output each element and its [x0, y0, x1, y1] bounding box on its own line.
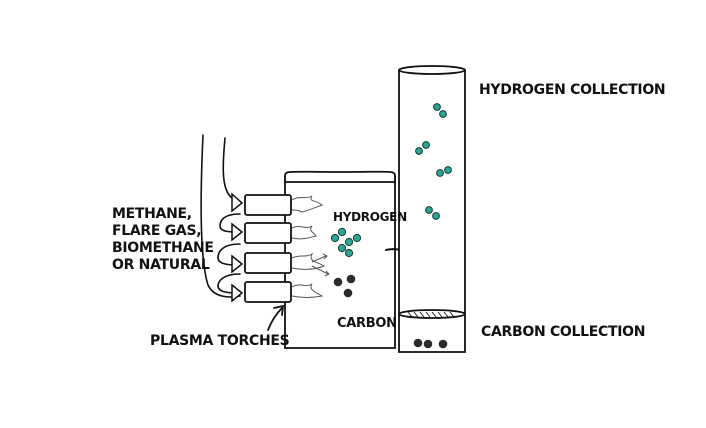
hydrogen-molecules: [330, 227, 362, 258]
plasma-torch-pointer: [267, 304, 285, 331]
feed-gas-label: METHANE, FLARE GAS, BIOMETHANE OR NATURA…: [112, 206, 218, 273]
plasma-torches: [244, 194, 292, 303]
hydrogen-collection-label: HYDROGEN COLLECTION: [479, 82, 665, 98]
plasma-torch: [244, 252, 292, 274]
plasma-torches-label: PLASMA TORCHES: [150, 333, 290, 349]
carbon-collection-label: CARBON COLLECTION: [481, 324, 645, 340]
plasma-flames: [291, 195, 330, 298]
reactor-carbon-label: CARBON: [337, 316, 397, 331]
plasma-torch: [244, 194, 292, 216]
column-carbon: [413, 338, 448, 349]
reactor-hydrogen-label: HYDROGEN: [333, 210, 407, 224]
plasma-torch: [244, 222, 292, 244]
column-hydrogen: [415, 103, 452, 220]
feed-arrowheads: [231, 192, 244, 303]
carbon-filter-hatch: [407, 311, 455, 318]
reactor-vessel: [284, 170, 396, 349]
plasma-torch: [244, 281, 292, 303]
carbon-particles: [333, 274, 356, 298]
